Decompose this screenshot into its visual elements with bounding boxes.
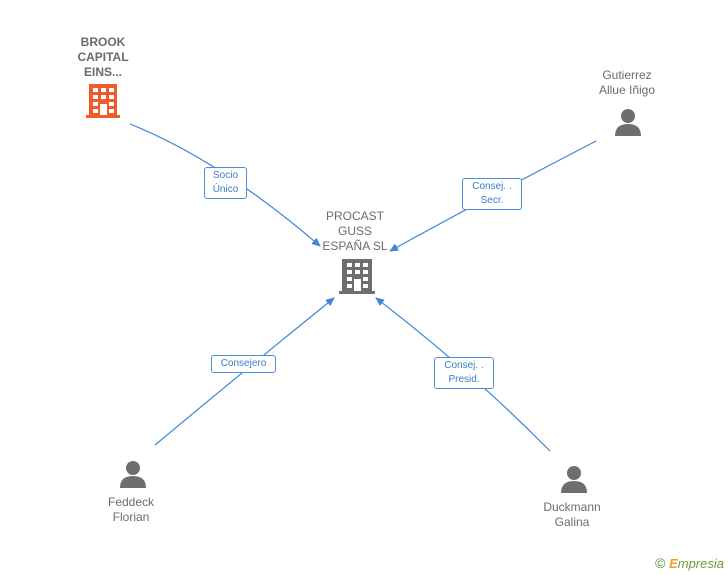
person-icon[interactable] bbox=[615, 109, 641, 136]
building-icon[interactable] bbox=[86, 84, 120, 118]
feddeck-person-label[interactable]: Feddeck Florian bbox=[107, 495, 155, 524]
brand-name: mpresia bbox=[677, 556, 724, 571]
gutierrez-person-label[interactable]: Gutierrez Allue Iñigo bbox=[598, 68, 656, 97]
edge-label-consej-presid: Consej. . Presid. bbox=[434, 357, 494, 389]
brook-company-label[interactable]: BROOK CAPITAL EINS... bbox=[77, 35, 129, 79]
copyright-symbol: © bbox=[655, 555, 666, 571]
building-icon[interactable] bbox=[339, 259, 375, 294]
empresia-logo: © Empresia bbox=[655, 555, 724, 571]
edge-label-consej-secr: Consej. . Secr. bbox=[462, 178, 522, 210]
edge-label-socio-unico: Socio Único bbox=[204, 167, 247, 199]
edge-label-consejero: Consejero bbox=[211, 355, 276, 373]
brand-initial: E bbox=[669, 556, 678, 571]
center-company-label[interactable]: PROCAST GUSS ESPAÑA SL bbox=[322, 209, 388, 253]
person-icon[interactable] bbox=[561, 466, 587, 493]
person-icon[interactable] bbox=[120, 461, 146, 488]
duckmann-person-label[interactable]: Duckmann Galina bbox=[543, 500, 601, 529]
